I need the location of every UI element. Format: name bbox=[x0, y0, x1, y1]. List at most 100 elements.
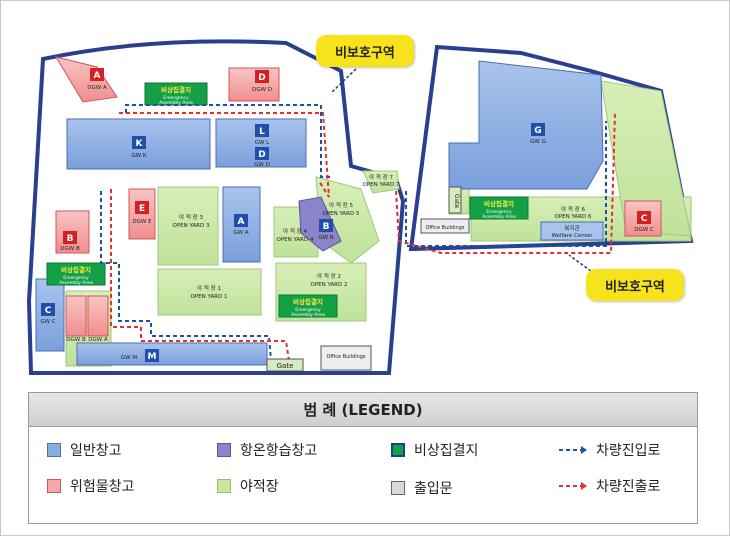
badge-c-left: C bbox=[45, 306, 52, 316]
callout-pointer-top bbox=[330, 68, 357, 94]
assembly-2-title: 비상집결지 bbox=[61, 265, 91, 274]
assembly-areas bbox=[46, 82, 529, 318]
office-label-bottom: Office Buildings bbox=[326, 354, 365, 360]
left-site-boundary bbox=[26, 39, 406, 375]
legend-entry-label: 차량진입로 bbox=[596, 443, 661, 459]
hazard-swatch-icon bbox=[47, 479, 61, 493]
assembly-4-sub1: Emergency bbox=[486, 209, 512, 215]
legend-general: 일반창고 bbox=[47, 440, 122, 460]
legend-exit: 차량진출로 bbox=[559, 476, 660, 496]
badge-a-top: A bbox=[94, 71, 101, 81]
legend-entry: 차량진입로 bbox=[559, 440, 660, 460]
badge-c-right: C bbox=[641, 214, 648, 224]
code-e: DGW E bbox=[132, 219, 152, 225]
code-b-mid: GW B bbox=[318, 235, 333, 241]
badge-d-top: D bbox=[258, 73, 265, 83]
office-label-right: Office Buildings bbox=[425, 225, 464, 231]
yard5-ko: 야 적 장 5 bbox=[329, 201, 353, 209]
yard7-en: OPEN YARD 7 bbox=[363, 182, 400, 188]
code-m: GW M bbox=[121, 355, 137, 361]
office-building-right bbox=[420, 218, 470, 234]
yard6-en: OPEN YARD 6 bbox=[555, 214, 592, 220]
gate-label-right: Gate bbox=[453, 194, 460, 209]
assembly-1-title: 비상집결지 bbox=[161, 85, 191, 94]
yard4-en: OPEN YARD 4 bbox=[277, 237, 314, 243]
restricted-zone-callout-top: 비보호구역 bbox=[316, 35, 414, 67]
badge-g: G bbox=[534, 126, 541, 136]
assembly-4-title: 비상집결지 bbox=[484, 199, 514, 208]
bonded-swatch-icon bbox=[217, 443, 231, 457]
code-l: GW L bbox=[255, 140, 270, 146]
code-a-top: DGW A bbox=[87, 85, 107, 91]
general-warehouses bbox=[35, 60, 604, 366]
badge-e: E bbox=[139, 204, 145, 214]
welfare-center bbox=[540, 221, 604, 241]
legend-yard: 야적장 bbox=[217, 476, 279, 496]
legend-bonded: 항온항습창고 bbox=[217, 440, 317, 460]
entry-route bbox=[100, 104, 607, 362]
badge-a-mid: A bbox=[238, 217, 245, 227]
gate-swatch-icon bbox=[391, 481, 405, 495]
yard1-ko: 야 적 장 1 bbox=[197, 284, 221, 292]
code-c-right: DGW C bbox=[634, 227, 654, 233]
gate-bottom bbox=[266, 358, 304, 372]
hazard-warehouses bbox=[54, 56, 662, 337]
letter-badges: A D K L D E A B B C M G C bbox=[41, 68, 651, 362]
legend-exit-label: 차량진출로 bbox=[596, 479, 661, 495]
badge-l: L bbox=[259, 127, 265, 137]
yard4-ko: 야 적 장 4 bbox=[283, 227, 307, 235]
code-d-top: DGW D bbox=[252, 87, 272, 93]
code-c-left: GW C bbox=[40, 319, 55, 325]
yard7-ko: 야 적 장 7 bbox=[369, 173, 393, 181]
badge-d-mid: D bbox=[258, 150, 265, 160]
site-map: A D K L D E A B B C M G C DGW A DGW D GW… bbox=[26, 39, 694, 375]
yard2-ko: 야 적 장 2 bbox=[317, 272, 341, 280]
assembly-3-sub2: Assembly Area bbox=[291, 312, 325, 318]
legend-yard-label: 야적장 bbox=[240, 479, 279, 495]
yard3-en: OPEN YARD 3 bbox=[173, 223, 210, 229]
assembly-4-sub2: Assembly Area bbox=[482, 214, 516, 220]
gate-label-bottom: Gate bbox=[277, 362, 294, 370]
yard2-en: OPEN YARD 2 bbox=[311, 282, 348, 288]
entry-arrow-icon bbox=[559, 446, 587, 454]
office-building-bottom bbox=[320, 345, 372, 371]
yard5-en: OPEN YARD 5 bbox=[323, 211, 360, 217]
legend-bonded-label: 항온항습창고 bbox=[240, 443, 318, 459]
yard3-ko: 야 적 장 3 bbox=[179, 213, 203, 221]
yard-labels: 야 적 장 1 OPEN YARD 1 야 적 장 2 OPEN YARD 2 … bbox=[173, 173, 594, 370]
legend-assembly: 비상집결지 bbox=[391, 440, 478, 460]
yard1-en: OPEN YARD 1 bbox=[191, 294, 228, 300]
code-b-left: DGW B bbox=[60, 246, 80, 252]
exit-arrow-icon bbox=[559, 482, 587, 490]
yard6-ko: 야 적 장 6 bbox=[561, 205, 585, 213]
code-dgw-b-small: DGW B bbox=[66, 337, 86, 343]
code-d-mid: GW D bbox=[254, 162, 270, 168]
assembly-2-sub1: Emergency bbox=[63, 275, 89, 281]
legend-hazard-label: 위험물창고 bbox=[70, 479, 135, 495]
code-k: GW K bbox=[131, 153, 146, 159]
assembly-2-sub2: Assembly Area bbox=[59, 280, 93, 286]
restricted-zone-callout-right: 비보호구역 bbox=[586, 269, 684, 301]
gate-right bbox=[448, 186, 462, 214]
assembly-labels: 비상집결지 Emergency Assembly Area 비상집결지 Emer… bbox=[59, 85, 516, 318]
legend-panel: 범 례 (LEGEND) 일반창고 위험물창고 항온항습창고 야적장 비상집결지… bbox=[28, 392, 698, 524]
assembly-1-sub2: Assembly Area bbox=[159, 100, 193, 106]
legend-gate-label: 출입문 bbox=[414, 481, 453, 497]
code-g: GW G bbox=[530, 139, 546, 145]
welfare-en: Welfare Center bbox=[551, 233, 593, 239]
exit-route bbox=[110, 110, 616, 362]
assembly-3-sub1: Emergency bbox=[295, 307, 321, 313]
warehouse-codes: DGW A DGW D GW K GW L GW D DGW E GW A DG… bbox=[40, 85, 654, 361]
badge-b-left: B bbox=[67, 234, 74, 244]
badge-k: K bbox=[136, 139, 144, 149]
assembly-swatch-icon bbox=[391, 443, 405, 457]
legend-general-label: 일반창고 bbox=[70, 443, 122, 459]
legend-assembly-label: 비상집결지 bbox=[414, 443, 479, 459]
welfare-ko: 복지관 bbox=[564, 224, 579, 232]
badge-m: M bbox=[148, 352, 157, 362]
legend-hazard: 위험물창고 bbox=[47, 476, 134, 496]
badge-b-mid: B bbox=[323, 222, 330, 232]
code-dgw-a-small: DGW A bbox=[88, 337, 108, 343]
yard-swatch-icon bbox=[217, 479, 231, 493]
